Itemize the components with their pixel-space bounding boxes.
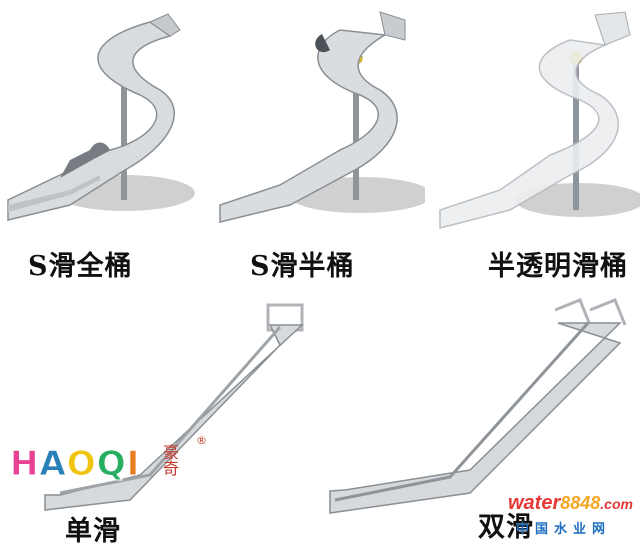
caption-translucent-tube: 半透明滑桶 [488, 251, 628, 282]
caption-s-half-tube: S滑半桶 [250, 251, 355, 282]
watermark-subtitle: 中国水业网 [516, 522, 612, 537]
s-half-tube-slide-illustration [219, 11, 425, 223]
single-straight-slide-illustration [44, 303, 304, 511]
logo-letter: I [126, 444, 141, 485]
logo-letter: A [39, 444, 67, 485]
double-straight-slide-illustration [329, 298, 627, 514]
logo-letter: Q [96, 444, 127, 485]
watermark-number: 8848 [560, 493, 601, 513]
watermark-brand-text: water [508, 492, 561, 514]
haoqi-logo: HAOQI 豪奇 ® [9, 434, 207, 490]
registered-mark: ® [196, 434, 207, 447]
water8848-watermark: water8848.com 中国水业网 [508, 492, 638, 540]
logo-chinese-name: 豪奇 [160, 444, 179, 476]
caption-single-slide: 单滑 [65, 516, 121, 547]
watermark-suffix: .com [600, 496, 633, 512]
caption-double-slide: 双滑 [478, 512, 534, 543]
s-full-tube-slide-illustration [7, 13, 195, 221]
caption-s-full-tube: S滑全桶 [28, 251, 133, 282]
logo-letter: O [66, 444, 97, 485]
logo-letter: H [9, 444, 40, 485]
translucent-tube-slide-illustration [439, 11, 640, 229]
watermark-brand: water8848.com [508, 492, 633, 515]
logo-letters: HAOQI [9, 444, 141, 485]
